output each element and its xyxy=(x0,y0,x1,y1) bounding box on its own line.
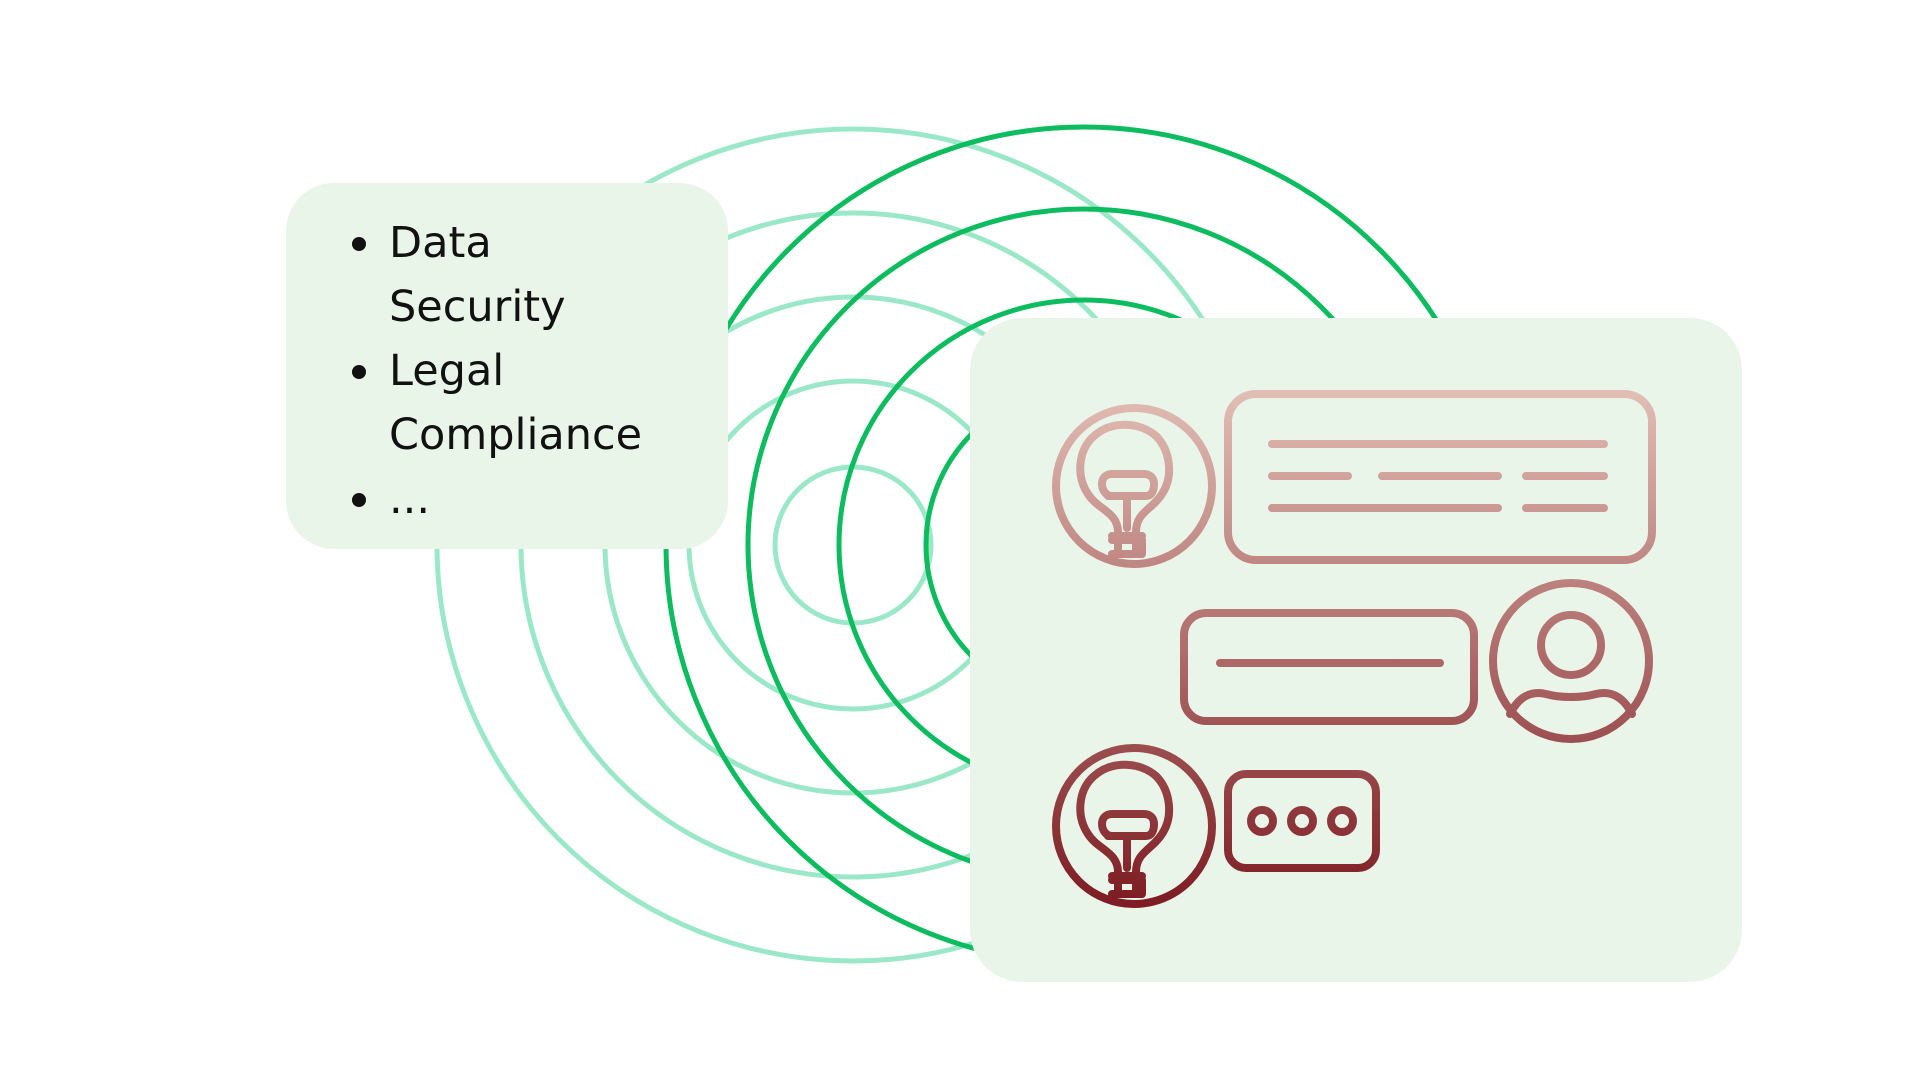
list-item-label: Data Security xyxy=(389,218,566,332)
list-item: ... xyxy=(352,467,712,531)
bullet-point xyxy=(352,493,366,507)
more-dots-icon xyxy=(1224,770,1380,872)
user-profile-icon xyxy=(1489,579,1653,743)
list-item-label: ... xyxy=(389,474,431,524)
topics-list: Data Security Legal Compliance ... xyxy=(352,211,712,531)
lightbulb-icon xyxy=(1052,404,1216,568)
icon-illustration-card xyxy=(970,318,1742,982)
lightbulb-icon xyxy=(1052,744,1216,908)
light-ring-2 xyxy=(686,378,1020,712)
input-field-icon xyxy=(1180,609,1478,725)
list-item: Data Security xyxy=(352,211,712,339)
bullet-point xyxy=(352,237,366,251)
light-ring-1 xyxy=(772,464,934,626)
icon-illustration xyxy=(1052,390,1656,908)
bullet-point xyxy=(352,365,366,379)
list-item: Legal Compliance xyxy=(352,339,712,467)
topics-list-card: Data Security Legal Compliance ... xyxy=(286,183,728,549)
list-item-label: Legal Compliance xyxy=(389,346,643,460)
text-block-icon xyxy=(1224,390,1656,564)
